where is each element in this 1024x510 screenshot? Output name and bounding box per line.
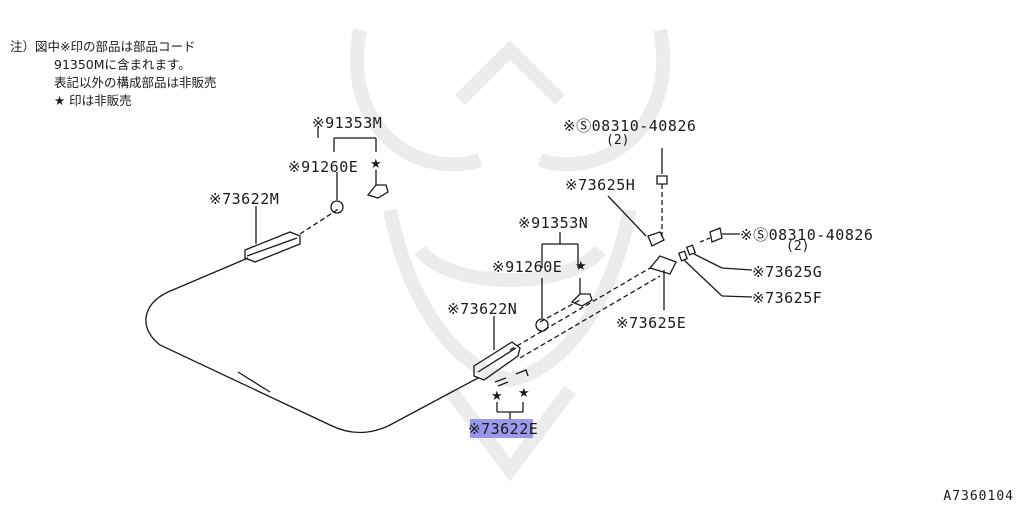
note-line-1: 注）図中※印の部品は部品コード bbox=[10, 39, 196, 54]
watermark-crest bbox=[349, 28, 671, 482]
callout-91260e-left[interactable]: ※91260E bbox=[288, 158, 359, 176]
callout-91353m[interactable]: ※91353M bbox=[312, 114, 383, 132]
qty-08310-top: (2) bbox=[606, 133, 630, 148]
callout-91260e-right[interactable]: ※91260E bbox=[492, 258, 563, 276]
bracket-73625e bbox=[648, 255, 677, 275]
guide-73622n bbox=[473, 341, 521, 381]
callout-73622m[interactable]: ※73622M bbox=[209, 190, 280, 208]
note-line-2: 91350Mに含まれます。 bbox=[54, 57, 191, 72]
qty-08310-right: (2) bbox=[786, 239, 810, 254]
sunroof-glass-outline bbox=[145, 257, 479, 434]
star-mark: ★ bbox=[491, 389, 503, 404]
guide-73622m bbox=[244, 231, 301, 263]
note-block: 注）図中※印の部品は部品コード 91350Mに含まれます。 表記以外の構成部品は… bbox=[10, 38, 217, 110]
note-line-3: 表記以外の構成部品は非販売 bbox=[54, 75, 217, 90]
part-highlight bbox=[470, 419, 533, 438]
drawing-number: A7360104 bbox=[943, 489, 1014, 504]
callout-73622e[interactable]: ※73622E bbox=[468, 420, 539, 438]
callout-73622n[interactable]: ※73622N bbox=[447, 300, 518, 318]
callout-91353n[interactable]: ※91353N bbox=[518, 214, 589, 232]
callout-73625g[interactable]: ※73625G bbox=[752, 263, 823, 281]
callout-08310-top[interactable]: ※Ⓢ08310-40826 bbox=[563, 117, 697, 135]
star-mark: ★ bbox=[370, 157, 382, 172]
glass-reflection bbox=[237, 371, 271, 393]
star-mark: ★ bbox=[575, 259, 587, 274]
star-mark: ★ bbox=[518, 386, 530, 401]
callout-73625f[interactable]: ※73625F bbox=[752, 289, 823, 307]
callout-73625e[interactable]: ※73625E bbox=[616, 314, 687, 332]
callout-73625h[interactable]: ※73625H bbox=[565, 176, 636, 194]
note-line-4: ★ 印は非販売 bbox=[54, 93, 132, 108]
callout-08310-right[interactable]: ※Ⓢ08310-40826 bbox=[740, 226, 874, 244]
